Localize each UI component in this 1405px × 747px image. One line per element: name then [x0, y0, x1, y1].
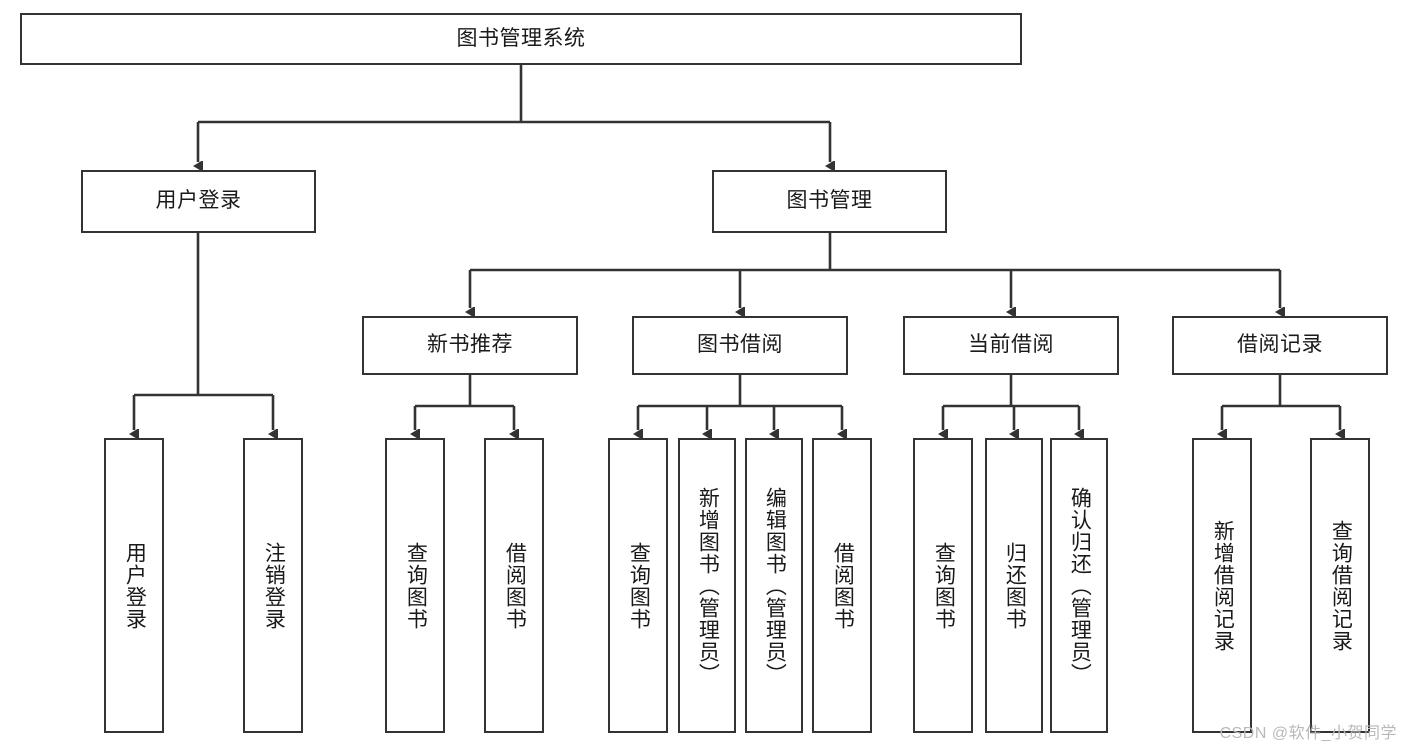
- node-leaf-confirm-return[interactable]: 确认归还（管理员）: [1050, 438, 1108, 733]
- node-leaf-borrow-book-rec[interactable]: 借阅图书: [484, 438, 544, 733]
- edge-group-new-book-recommend: [415, 375, 514, 430]
- node-leaf-query-book-borrow-label: 查询图书: [627, 541, 651, 630]
- node-root-label: 图书管理系统: [456, 26, 586, 50]
- node-leaf-query-book-cur[interactable]: 查询图书: [913, 438, 973, 733]
- node-borrow-record-label: 借阅记录: [1237, 333, 1323, 357]
- node-leaf-add-borrow-record-label: 新增借阅记录: [1211, 519, 1235, 652]
- edge-group-book-manage: [470, 233, 1280, 308]
- edge-group-book-borrow: [638, 375, 842, 430]
- node-leaf-query-borrow-record[interactable]: 查询借阅记录: [1310, 438, 1370, 733]
- node-leaf-query-borrow-record-label: 查询借阅记录: [1329, 519, 1353, 652]
- node-leaf-logout[interactable]: 注销登录: [243, 438, 303, 733]
- node-leaf-return-book[interactable]: 归还图书: [985, 438, 1043, 733]
- node-leaf-add-borrow-record[interactable]: 新增借阅记录: [1192, 438, 1252, 733]
- watermark: CSDN @软件_小贺同学: [1219, 725, 1397, 742]
- node-leaf-add-book-label: 新增图书（管理员）: [696, 486, 720, 685]
- edge-group-borrow-record: [1222, 375, 1340, 430]
- node-current-borrow-label: 当前借阅: [968, 333, 1054, 357]
- node-leaf-query-book-cur-label: 查询图书: [932, 541, 956, 630]
- node-leaf-add-book[interactable]: 新增图书（管理员）: [678, 438, 736, 733]
- node-leaf-logout-label: 注销登录: [262, 541, 286, 630]
- node-leaf-query-book-rec-label: 查询图书: [404, 541, 428, 630]
- node-leaf-borrow-book[interactable]: 借阅图书: [812, 438, 872, 733]
- edge-group-current-borrow: [943, 375, 1079, 430]
- node-leaf-borrow-book-label: 借阅图书: [831, 541, 855, 630]
- node-book-manage[interactable]: 图书管理: [712, 170, 947, 233]
- edge-group-user-login: [134, 233, 273, 430]
- node-leaf-user-login-label: 用户登录: [123, 541, 147, 630]
- node-leaf-edit-book[interactable]: 编辑图书（管理员）: [745, 438, 803, 733]
- node-book-manage-label: 图书管理: [786, 189, 873, 213]
- node-new-book-recommend-label: 新书推荐: [427, 333, 513, 357]
- node-current-borrow[interactable]: 当前借阅: [903, 316, 1119, 375]
- node-root[interactable]: 图书管理系统: [20, 13, 1022, 65]
- edge-group-root: [198, 65, 830, 162]
- node-leaf-edit-book-label: 编辑图书（管理员）: [763, 486, 787, 685]
- node-leaf-confirm-return-label: 确认归还（管理员）: [1068, 486, 1092, 685]
- node-user-login[interactable]: 用户登录: [81, 170, 316, 233]
- node-leaf-user-login[interactable]: 用户登录: [104, 438, 164, 733]
- node-book-borrow-label: 图书借阅: [697, 333, 783, 357]
- node-user-login-label: 用户登录: [155, 189, 242, 213]
- node-leaf-query-book-rec[interactable]: 查询图书: [385, 438, 445, 733]
- node-borrow-record[interactable]: 借阅记录: [1172, 316, 1388, 375]
- node-leaf-borrow-book-rec-label: 借阅图书: [503, 541, 527, 630]
- node-book-borrow[interactable]: 图书借阅: [632, 316, 848, 375]
- node-new-book-recommend[interactable]: 新书推荐: [362, 316, 578, 375]
- node-leaf-query-book-borrow[interactable]: 查询图书: [608, 438, 668, 733]
- node-leaf-return-book-label: 归还图书: [1003, 541, 1027, 630]
